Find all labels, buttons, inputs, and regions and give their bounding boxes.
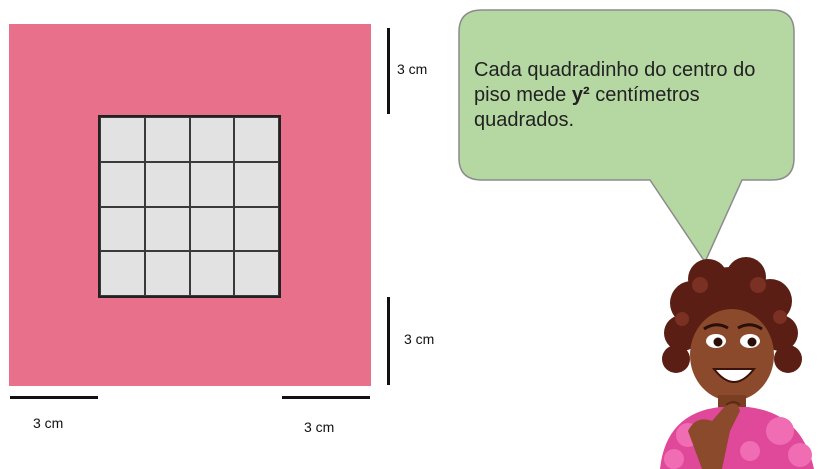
- grid-tile: [234, 251, 279, 296]
- grid-tile: [144, 117, 190, 162]
- dimension-line-right-top: [387, 28, 390, 114]
- grid-tile: [189, 161, 235, 207]
- speech-bubble-text: Cada quadradinho do centro do piso mede …: [474, 59, 756, 131]
- grid-tile: [144, 161, 190, 207]
- grid-tile: [100, 117, 145, 162]
- bubble-bold-variable: y²: [571, 84, 590, 106]
- dimension-line-right-bottom: [387, 297, 390, 385]
- dimension-label-bottom-right: 3 cm: [304, 419, 335, 435]
- center-tile-grid: [98, 115, 281, 298]
- grid-tile: [100, 206, 145, 252]
- grid-tile: [189, 251, 235, 296]
- grid-tile: [234, 117, 279, 162]
- grid-tile: [144, 251, 190, 296]
- dimension-label-right-bottom: 3 cm: [404, 331, 435, 347]
- grid-tile: [234, 161, 279, 207]
- smiling-girl-illustration: [660, 257, 814, 469]
- grid-tile: [100, 161, 145, 207]
- dimension-line-bottom-right: [282, 396, 370, 399]
- grid-tile: [189, 117, 235, 162]
- grid-tile: [234, 206, 279, 252]
- dimension-label-bottom-left: 3 cm: [33, 415, 64, 431]
- grid-tile: [189, 206, 235, 252]
- grid-tile: [100, 251, 145, 296]
- dimension-line-bottom-left: [10, 396, 98, 399]
- grid-tile: [144, 206, 190, 252]
- dimension-label-right-top: 3 cm: [397, 61, 428, 77]
